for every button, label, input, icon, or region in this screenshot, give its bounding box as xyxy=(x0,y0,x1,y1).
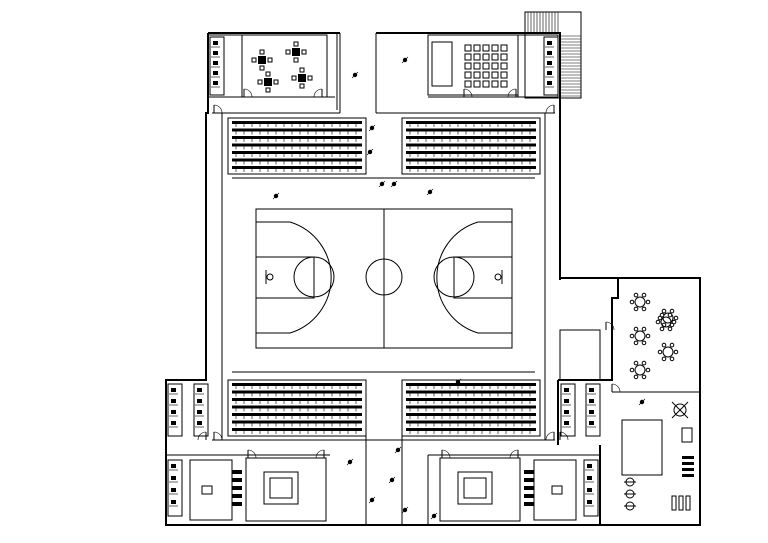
toilet-stall-icon xyxy=(193,383,209,437)
table xyxy=(657,308,679,328)
plant xyxy=(638,398,646,406)
door xyxy=(313,88,323,98)
plant xyxy=(366,148,374,156)
door xyxy=(545,104,555,114)
inner-hall xyxy=(212,33,555,441)
plant xyxy=(351,71,359,79)
bleachers xyxy=(227,117,541,437)
door xyxy=(213,431,223,441)
plant xyxy=(426,188,434,196)
toilet-stall-icon xyxy=(543,36,559,96)
plant xyxy=(346,458,354,466)
toilet-stall-icon xyxy=(583,459,599,517)
toilet-stall-icon xyxy=(560,383,576,437)
bleacher-section xyxy=(401,117,541,175)
locker-icon xyxy=(201,470,563,506)
door-swing-icon xyxy=(197,88,621,459)
table xyxy=(251,49,273,71)
right-annex xyxy=(559,329,700,476)
door xyxy=(611,383,621,393)
bleacher-section xyxy=(227,117,367,175)
plant xyxy=(378,180,386,188)
plant xyxy=(430,512,438,520)
restroom-blocks xyxy=(167,36,601,517)
door xyxy=(243,88,253,98)
stair-icon xyxy=(524,11,582,99)
bleacher-section xyxy=(401,379,541,437)
plant-icon xyxy=(272,56,646,520)
toilet-stall-icon xyxy=(209,36,225,96)
plant xyxy=(368,124,376,132)
table xyxy=(629,292,651,312)
table xyxy=(655,312,677,332)
plant xyxy=(454,378,462,386)
door xyxy=(545,431,555,441)
door xyxy=(315,449,325,459)
toilet-stall-icon xyxy=(167,459,183,517)
door xyxy=(197,431,207,441)
door xyxy=(463,88,473,98)
gym-equipment-icon xyxy=(624,401,694,511)
outer-walls xyxy=(165,32,701,526)
door xyxy=(247,449,257,459)
table xyxy=(657,342,679,362)
locker-room-right xyxy=(427,454,600,525)
table xyxy=(629,360,651,380)
classroom-desks xyxy=(464,44,508,88)
table-with-chairs-icon xyxy=(629,292,679,380)
plant xyxy=(394,446,402,454)
toilet-stall-icon xyxy=(585,383,601,437)
table xyxy=(257,71,279,93)
door xyxy=(605,321,615,331)
door xyxy=(509,449,519,459)
table xyxy=(291,67,313,89)
plant xyxy=(368,496,376,504)
table xyxy=(285,41,307,63)
plant xyxy=(388,476,396,484)
door xyxy=(213,104,223,114)
door xyxy=(507,88,517,98)
toilet-stall-icon xyxy=(167,383,183,437)
plant xyxy=(401,506,409,514)
door xyxy=(559,431,569,441)
basketball-court xyxy=(255,208,513,349)
door xyxy=(441,449,451,459)
plant xyxy=(401,56,409,64)
table-with-chairs-icon xyxy=(251,41,313,93)
plant xyxy=(272,192,280,200)
table xyxy=(629,326,651,346)
plant xyxy=(390,180,398,188)
south-corridor xyxy=(365,380,403,525)
